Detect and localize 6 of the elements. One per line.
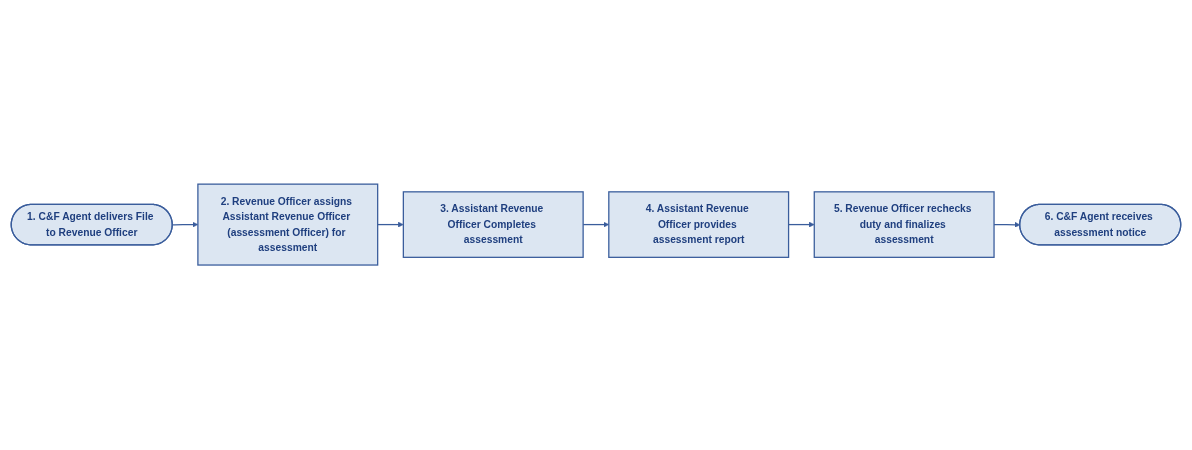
node-box: 4. Assistant Revenue Officer provides assessment report bbox=[608, 191, 790, 259]
arrow bbox=[377, 222, 404, 228]
node-box: 2. Revenue Officer assigns Assistant Revenue Officer (assessment Officer) for assessment bbox=[197, 183, 379, 267]
arrow bbox=[788, 222, 815, 228]
node-box: 3. Assistant Revenue Officer Completes assessment bbox=[402, 191, 584, 259]
node-box: 5. Revenue Officer rechecks duty and finalizes assessment bbox=[813, 191, 995, 259]
